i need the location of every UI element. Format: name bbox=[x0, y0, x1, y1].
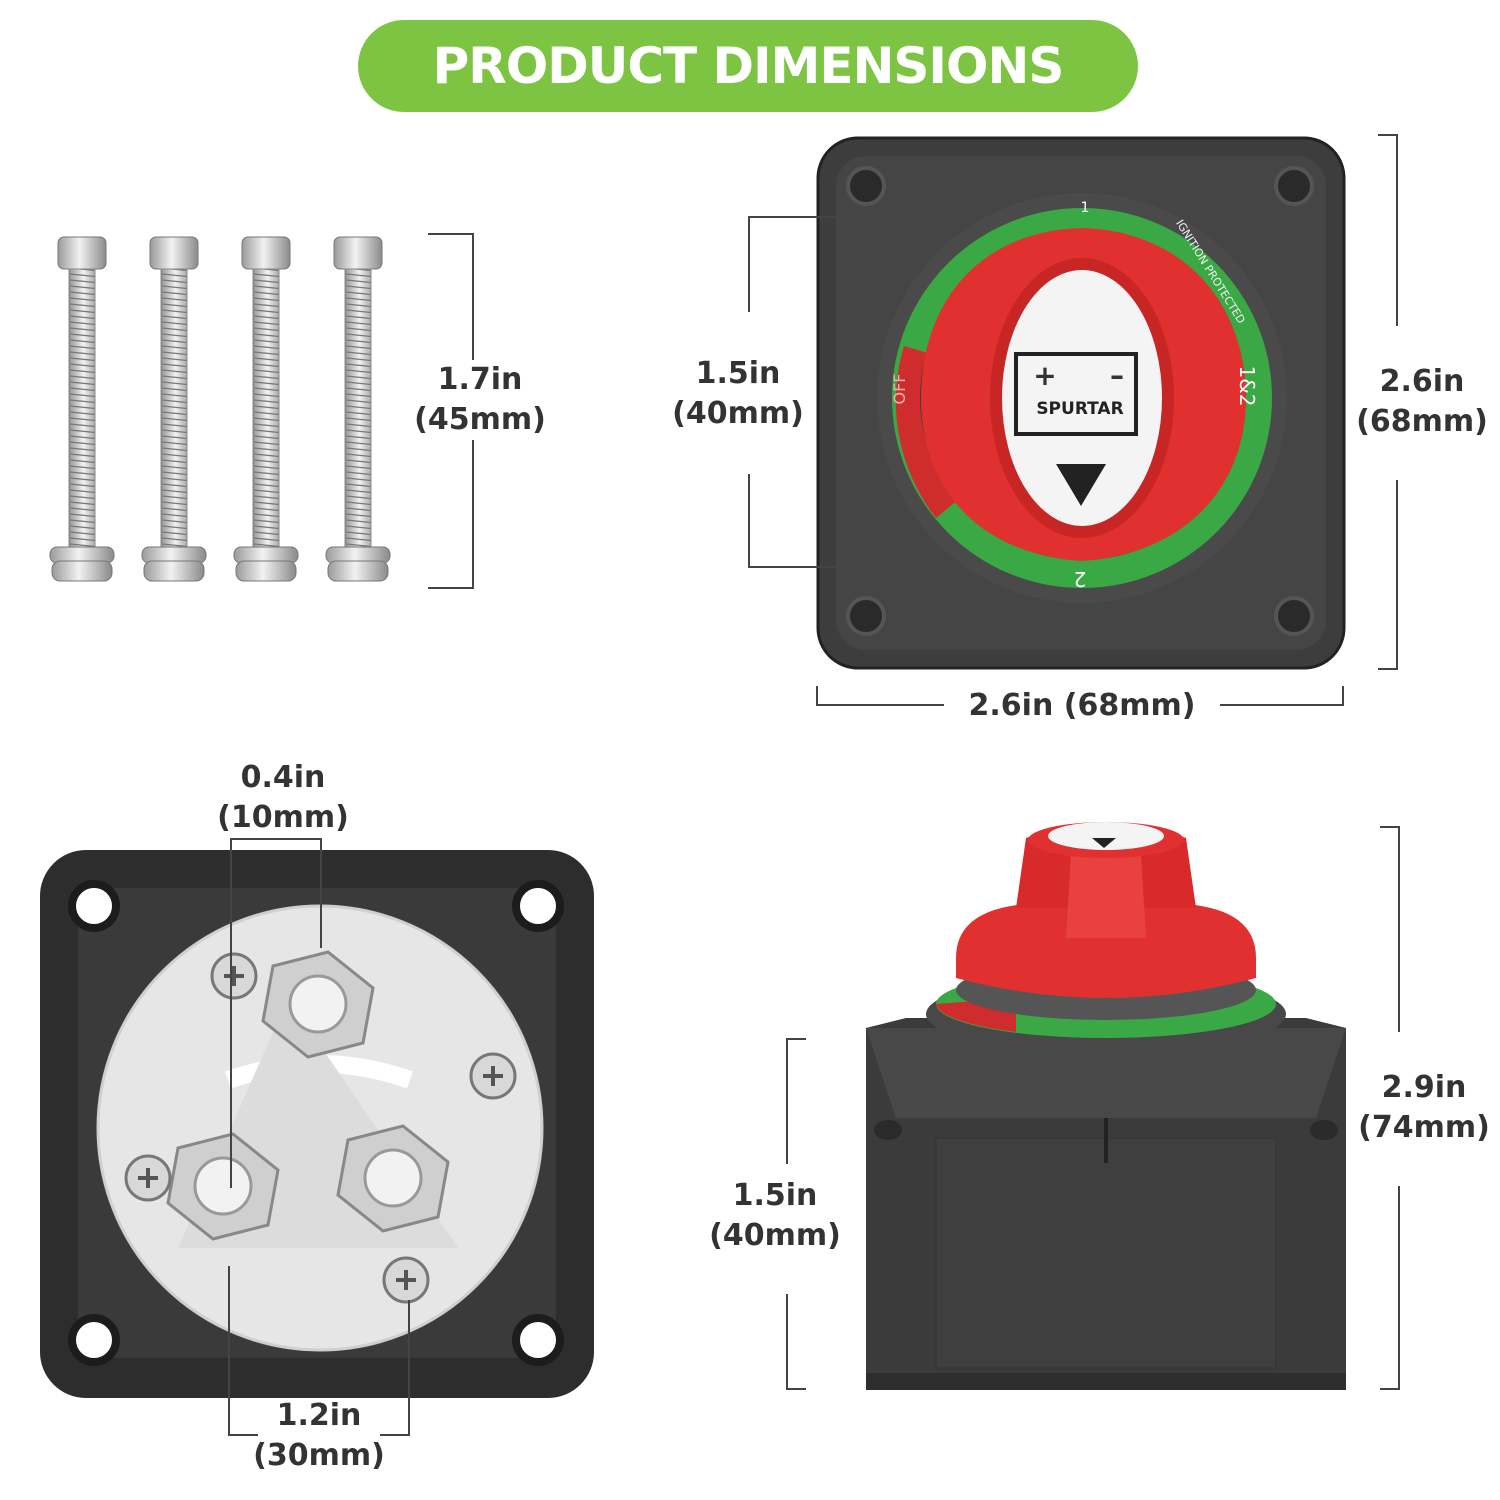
terminal-dim-right bbox=[320, 838, 322, 948]
position-label-1: 1 bbox=[1080, 200, 1090, 216]
total-height-label: 2.9in (74mm) bbox=[1358, 1070, 1490, 1145]
switch-front-view bbox=[816, 136, 1346, 670]
front-width-label: 2.6in (68mm) bbox=[968, 688, 1196, 723]
knob-dim-bottom-tick bbox=[748, 566, 918, 568]
height-dim-vertical-upper bbox=[1396, 134, 1398, 326]
mounting-hole bbox=[68, 880, 564, 1366]
terminal-stud bbox=[193, 974, 423, 1216]
switch-side-view bbox=[866, 822, 1346, 1390]
total-dim-top-tick bbox=[1380, 826, 1400, 828]
brand-logo-text: SPURTAR bbox=[1036, 399, 1124, 419]
base-dim-vertical-upper bbox=[786, 1038, 788, 1164]
banner-title: PRODUCT DIMENSIONS bbox=[432, 37, 1065, 95]
knob-dim-vertical-lower bbox=[748, 474, 750, 568]
height-dim-bottom-tick bbox=[1378, 668, 1398, 670]
position-label-off: OFF bbox=[890, 373, 909, 405]
screw bbox=[325, 236, 391, 582]
knob-dim-vertical-upper bbox=[748, 216, 750, 312]
base-dim-bottom-tick bbox=[786, 1388, 806, 1390]
base-dim-vertical-lower bbox=[786, 1294, 788, 1390]
battery-minus-label: – bbox=[1110, 359, 1124, 392]
width-dim-horizontal-right bbox=[1220, 704, 1344, 706]
position-label-2: 2 bbox=[1073, 567, 1087, 591]
spacing-dim-bottom-left bbox=[228, 1434, 258, 1436]
switch-back-view bbox=[40, 850, 594, 1398]
screw bbox=[141, 236, 207, 582]
title-banner: PRODUCT DIMENSIONS bbox=[358, 20, 1138, 112]
height-dim-vertical-lower bbox=[1396, 480, 1398, 670]
screw-length-label: 1.7in (45mm) bbox=[400, 360, 560, 440]
base-height-label: 1.5in (40mm) bbox=[709, 1178, 841, 1253]
mounting-hole bbox=[846, 166, 1314, 636]
terminal-dim-left bbox=[230, 838, 232, 1188]
total-dim-vertical-lower bbox=[1398, 1186, 1400, 1390]
base-dim-top-tick bbox=[786, 1038, 806, 1040]
total-dim-vertical-upper bbox=[1398, 826, 1400, 1032]
knob-diameter-label: 1.5in (40mm) bbox=[672, 356, 804, 431]
width-dim-horizontal-left bbox=[816, 704, 944, 706]
width-dim-right-tick bbox=[1342, 686, 1344, 706]
screw bbox=[49, 236, 115, 582]
terminal-width-label: 0.4in (10mm) bbox=[217, 760, 349, 835]
screw-dim-top-tick bbox=[428, 233, 474, 235]
knob-dim-top-tick bbox=[748, 216, 918, 218]
screws-illustration bbox=[49, 236, 391, 582]
width-dim-left-tick bbox=[816, 686, 818, 706]
terminal-spacing-label: 1.2in (30mm) bbox=[253, 1398, 385, 1473]
battery-plus-label: + bbox=[1033, 359, 1057, 392]
spacing-dim-bottom-right bbox=[380, 1434, 410, 1436]
total-dim-bottom-tick bbox=[1380, 1388, 1400, 1390]
height-dim-top-tick bbox=[1378, 134, 1398, 136]
spacing-dim-left bbox=[228, 1266, 230, 1436]
terminal-dim-top bbox=[230, 838, 322, 840]
screw bbox=[233, 236, 299, 582]
position-label-1-and-2: 1&2 bbox=[1235, 365, 1259, 407]
screw-dim-bottom-tick bbox=[428, 587, 474, 589]
spacing-dim-right bbox=[408, 1300, 410, 1436]
front-height-label: 2.6in (68mm) bbox=[1356, 364, 1488, 439]
